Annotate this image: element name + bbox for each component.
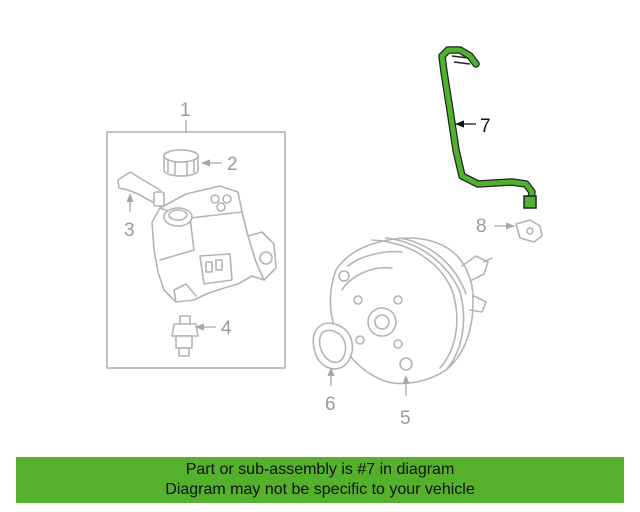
callout-1: 1: [180, 100, 191, 121]
booster-gasket: [312, 322, 354, 386]
callout-2: 2: [227, 154, 238, 175]
callout-6: 6: [325, 394, 336, 415]
callout-4: 4: [221, 318, 232, 339]
banner-line-disclaimer: Diagram may not be specific to your vehi…: [165, 481, 475, 498]
vacuum-hose: [438, 46, 537, 209]
brake-booster: [329, 237, 493, 396]
master-cylinder-assembly: [106, 120, 286, 369]
master-cylinder-body: [151, 185, 277, 303]
pressure-switch: [171, 315, 216, 357]
callout-5: 5: [400, 408, 411, 429]
callout-3: 3: [124, 220, 135, 241]
reservoir-cap: [163, 149, 222, 177]
callout-8: 8: [476, 216, 487, 237]
parts-diagram: 1 2 3 4 5 6 7 8: [106, 46, 543, 429]
callout-7: 7: [480, 116, 491, 137]
level-sensor: [117, 171, 165, 212]
banner-line-part-number: Part or sub-assembly is #7 in diagram: [185, 461, 455, 478]
check-valve: [494, 219, 543, 243]
info-banner: Part or sub-assembly is #7 in diagram Di…: [16, 457, 624, 503]
assembly-box: [106, 131, 286, 369]
